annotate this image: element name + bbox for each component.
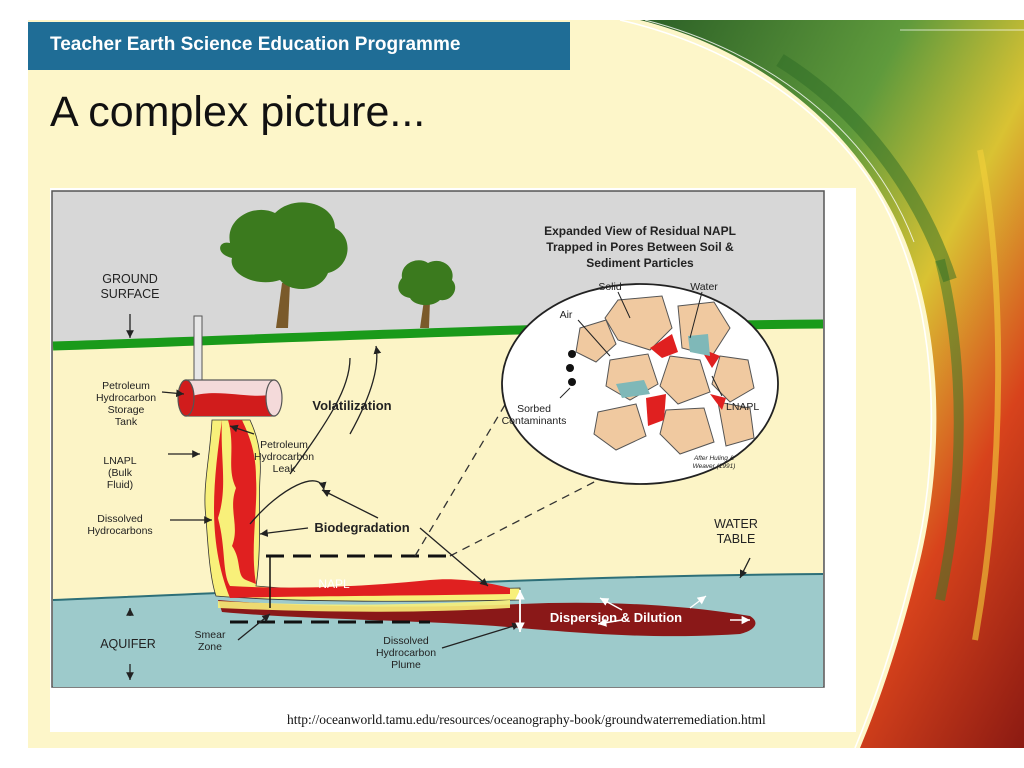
napl-label: NAPL — [318, 577, 350, 591]
water-table-arrow — [739, 557, 751, 579]
diagram-frame: GROUND SURFACE AQUIFER WATER TABLE Petro… — [50, 188, 856, 732]
tank-pointer — [161, 389, 185, 398]
inset-title-1: Expanded View of Residual NAPL — [544, 224, 736, 238]
inset-pointer-top — [414, 392, 513, 557]
ground-surface-label-2: SURFACE — [100, 287, 159, 301]
water-table-label-2: TABLE — [717, 532, 756, 546]
inset-credit-1: After Huling & — [693, 455, 734, 462]
tank-label-3: Storage — [108, 404, 145, 416]
inset-credit-2: Weaver (1991) — [693, 463, 736, 470]
inset-sorbed-label-1: Sorbed — [517, 403, 551, 415]
lnapl-label-2: (Bulk — [108, 467, 133, 479]
dispersion-label: Dispersion & Dilution — [550, 610, 682, 625]
groundwater-contamination-diagram: GROUND SURFACE AQUIFER WATER TABLE Petro… — [51, 190, 825, 688]
smear-zone-pointer — [237, 613, 271, 641]
water-table-label-1: WATER — [714, 517, 758, 531]
aquifer-label: AQUIFER — [100, 637, 156, 651]
dissolved-label-1: Dissolved — [97, 513, 143, 525]
dissolved-label-2: Hydrocarbons — [87, 525, 152, 537]
biodegradation-arrow-left — [259, 527, 309, 537]
inset-water-label: Water — [690, 281, 718, 293]
plume-pointer — [441, 622, 521, 649]
biodegradation-label: Biodegradation — [314, 520, 409, 535]
leak-label-3: Leak — [273, 463, 297, 475]
header-bar — [28, 22, 570, 70]
volatilization-arrow — [349, 345, 382, 435]
slide-title: A complex picture... — [50, 88, 426, 136]
inset-air-label: Air — [560, 309, 573, 321]
programme-title: Teacher Earth Science Education Programm… — [50, 34, 461, 55]
tank-label-1: Petroleum — [102, 380, 150, 392]
inset-solid-label: Solid — [598, 281, 622, 293]
tank-label-2: Hydrocarbon — [96, 392, 156, 404]
plume-label-3: Plume — [391, 659, 421, 671]
inset-title-2: Trapped in Pores Between Soil & — [546, 240, 734, 254]
inset-sorbed-label-2: Contaminants — [502, 415, 567, 427]
small-tree-icon — [398, 260, 456, 328]
soil-particles — [566, 295, 755, 455]
ground-surface-label-1: GROUND — [102, 272, 158, 286]
lnapl-label-1: LNAPL — [103, 455, 136, 467]
inset-lnapl-label: LNAPL — [726, 401, 759, 413]
smear-zone-label-1: Smear — [195, 629, 226, 641]
tank-label-4: Tank — [115, 416, 138, 428]
large-tree-icon — [220, 202, 348, 328]
volatilization-curve — [289, 357, 351, 475]
storage-tank-icon — [177, 315, 283, 417]
leak-label-1: Petroleum — [260, 439, 308, 451]
plume-label-2: Hydrocarbon — [376, 647, 436, 659]
napl-lnapl-plume — [228, 420, 257, 584]
source-url: http://oceanworld.tamu.edu/resources/oce… — [287, 712, 766, 727]
smear-zone-label-2: Zone — [198, 641, 222, 653]
lnapl-label-3: Fluid) — [107, 479, 133, 491]
biodegradation-arrow-right — [419, 527, 489, 587]
volatilization-label: Volatilization — [312, 398, 391, 413]
leak-pointer — [229, 424, 255, 435]
plume-label-1: Dissolved — [383, 635, 429, 647]
inset-title-3: Sediment Particles — [586, 256, 694, 270]
leak-label-2: Hydrocarbon — [254, 451, 314, 463]
